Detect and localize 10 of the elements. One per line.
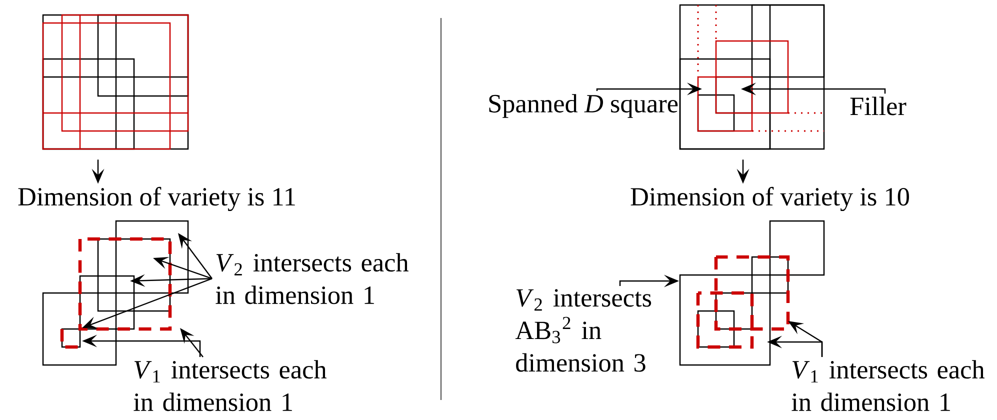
text-label: Filler <box>850 96 906 116</box>
text-label: V$_{1}$ intersects each in dimension 1 <box>134 360 326 412</box>
text-label: Dimension of variety is 11 <box>18 186 295 212</box>
text-label: V$_{1}$ intersects each in dimension 1 <box>792 360 984 412</box>
text-label: V$_{2}$ intersects each in dimension 1 <box>216 253 408 304</box>
text-label: Spanned D square <box>489 94 678 118</box>
text-label: V$_{2}$ intersects AB$_{3}$$^{2}$ in dimension 3 <box>515 289 652 372</box>
text-label: Dimension of variety is 10 <box>630 186 909 212</box>
grid-drawing <box>42 14 189 150</box>
grid-drawing <box>679 4 825 150</box>
